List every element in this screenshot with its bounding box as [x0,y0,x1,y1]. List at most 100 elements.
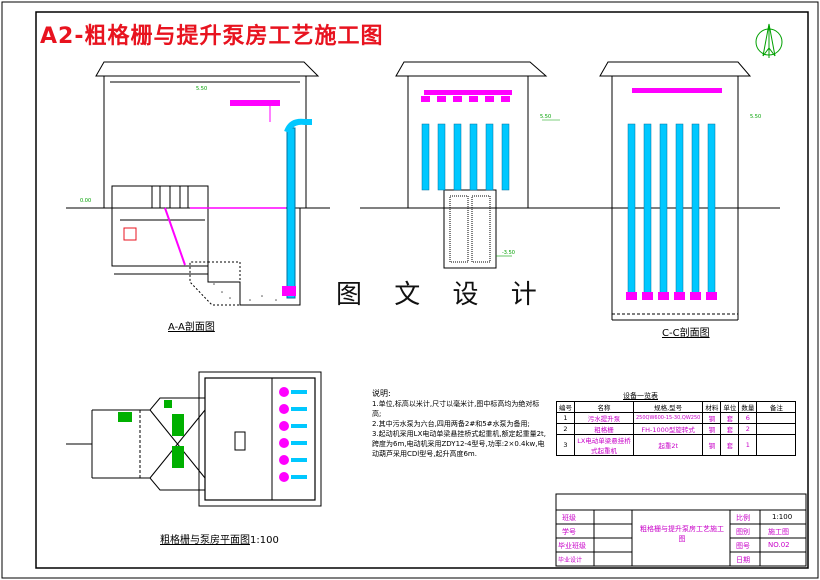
table-cell: 套 [720,423,740,435]
pump-plan-symbol [279,421,289,431]
pump-plan-symbol [279,387,289,397]
elevation-roof-left: 5.50 [196,86,208,92]
pump-riser-pipe [501,123,510,191]
pump-discharge-pipe [291,424,307,428]
pump-riser-pipe [485,123,494,191]
pump-plan-symbol [279,455,289,465]
watermark-text: 图 文 设 计 [336,280,549,310]
pump-plan-symbol [279,472,289,482]
table-header-cell: 材料 [702,401,722,413]
section-c-caption: C-C剖面图 [662,328,710,339]
section-c-c [560,61,780,321]
elevation-roof-right: 5.50 [750,114,762,120]
pump-riser-pipe [691,123,700,295]
table-header-cell: 名称 [574,401,634,413]
elevation-roof-mid: 5.50 [540,114,552,120]
table-header-cell: 规格,型号 [632,401,704,413]
pump-motor [501,96,510,102]
title-block-label: 图号 [736,542,750,550]
table-cell: 250QW600-15-30,QW250 [632,412,704,424]
notes-heading: 说明: [372,389,391,398]
pump-discharge-pipe [291,458,307,462]
table-cell [756,412,797,424]
title-block-center-title: 粗格栅与提升泵房工艺施工图 [640,525,724,543]
table-header-cell: 数量 [738,401,758,413]
elevation-pit: -3.50 [502,250,515,256]
table-cell: 3 [556,434,575,456]
plan-scale: 1:100 [250,535,279,546]
section-a-caption: A-A剖面图 [168,322,215,333]
plan-caption: 粗格栅与泵房平面图1:100 [160,531,279,546]
submersible-pump [658,292,669,300]
title-block: 班级 学号 毕业班级 毕业设计 粗格栅与提升泵房工艺施工图 比例 图别 图号 日… [556,494,806,566]
table-cell: 套 [720,434,740,456]
table-cell: 起重2t [632,434,704,456]
pump-motor [485,96,494,102]
elevation-ground-left: 0.00 [80,198,92,204]
plan-pump-group [279,387,307,482]
pump-riser-pipe [707,123,716,295]
north-arrow-icon [755,23,783,58]
table-cell: 粗格栅 [574,423,634,435]
pump-motor [469,96,478,102]
pump-riser-pipe [437,123,446,191]
table-cell [756,423,797,435]
title-block-value: NO.02 [768,541,790,549]
table-row: 2 粗格栅 FH-1000型旋转式 钢 套 2 [556,423,797,435]
pump-riser-pipe [627,123,636,295]
table-cell: 钢 [702,423,722,435]
submersible-pump [674,292,685,300]
table-cell: 污水提升泵 [574,412,634,424]
pump-plan-symbol [279,404,289,414]
table-row: 1 污水提升泵 250QW600-15-30,QW250 钢 套 6 [556,412,797,424]
title-block-label: 比例 [736,514,750,522]
pump-riser-pipe [659,123,668,295]
table-cell: FH-1000型旋转式 [632,423,704,435]
submersible-pump [706,292,717,300]
pump-motor [437,96,446,102]
table-header-cell: 单位 [720,401,740,413]
pump-plan-symbol [279,438,289,448]
pump-riser-pipe [469,123,478,191]
table-cell: 1 [738,434,758,456]
note-line: 2.其中污水泵为六台,四用两备2#和5#水泵为备用; [372,420,530,428]
section-a-a [66,61,330,306]
table-cell: 1 [556,412,575,424]
table-header-cell: 备注 [756,401,797,413]
table-row: 3 LX电动单梁悬挂桥式起重机 起重2t 钢 套 1 [556,434,797,456]
title-block-value: 施工图 [768,528,789,536]
submersible-pump [626,292,637,300]
title-block-grid [555,493,807,567]
submersible-pump [690,292,701,300]
table-cell: 钢 [702,434,722,456]
pump-discharge-pipe [291,441,307,445]
pump-discharge-pipe [291,390,307,394]
pump-discharge-pipe [291,407,307,411]
pump-discharge-pipe [291,475,307,479]
bb-pipe-group [421,96,510,191]
title-block-label: 学号 [562,528,576,536]
title-block-label: 毕业设计 [558,557,583,564]
table-cell: 6 [738,412,758,424]
table-header-row: 编号 名称 规格,型号 材料 单位 数量 备注 [556,401,797,413]
pump-riser-pipe [453,123,462,191]
equipment-table: 编号 名称 规格,型号 材料 单位 数量 备注 1 污水提升泵 250QW600… [556,401,797,456]
table-cell [756,434,797,456]
title-block-label: 日期 [736,556,750,564]
design-notes: 说明: 1.单位,标高以米计,尺寸以毫米计,图中标高均为绝对标高; 2.其中污水… [372,389,548,459]
table-cell: LX电动单梁悬挂桥式起重机 [574,434,634,456]
submersible-pump [642,292,653,300]
section-b-b [360,61,560,269]
pump-riser-pipe [643,123,652,295]
table-cell: 2 [556,423,575,435]
inner-border [35,11,809,569]
title-block-label: 图别 [736,528,750,536]
note-line: 1.单位,标高以米计,尺寸以毫米计,图中标高均为绝对标高; [372,400,540,418]
pump-riser-pipe [675,123,684,295]
pump-motor [453,96,462,102]
title-block-label: 毕业班级 [558,542,586,550]
note-line: 3.起动机采用LX电动单梁悬挂桥式起重机,额定起重量2t,跨度为6m,电动机采用… [372,430,547,458]
plan-caption-text: 粗格栅与泵房平面图 [160,535,250,546]
